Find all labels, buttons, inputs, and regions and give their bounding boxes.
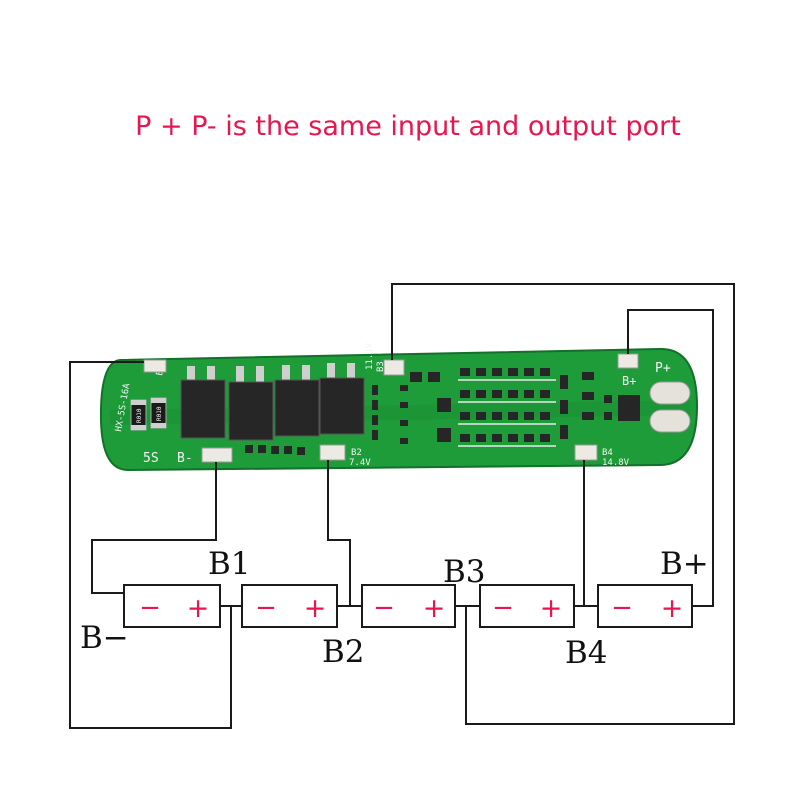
cell-1-body <box>123 584 221 628</box>
pad-p-plus <box>649 381 691 405</box>
silk-b-minus: B- <box>177 451 193 466</box>
silk-p-plus: P+ <box>655 361 671 376</box>
cell-4: − + <box>479 584 575 628</box>
cell-3-body <box>361 584 456 628</box>
silk-b-plus: B+ <box>622 374 636 388</box>
cell-5: − + <box>597 584 693 628</box>
bms-circuit-board: 5S B- B2 7.4V 11.1V B3 B4 14.8V HX-5S-16… <box>99 342 699 472</box>
pad-b3 <box>383 359 405 376</box>
title-text: P + P- is the same input and output port <box>135 111 681 142</box>
sense-resistor-1: R010 <box>130 399 147 431</box>
label-b-minus: B− <box>80 620 129 656</box>
cell-1-plus: + <box>187 593 210 624</box>
silk-b2: B2 <box>351 448 362 458</box>
cell-5-minus: − <box>611 593 633 623</box>
silk-volt-b4: 14.8V <box>602 458 630 468</box>
passive-components <box>245 368 640 455</box>
cell-1-minus: − <box>139 593 161 623</box>
cell-5-body <box>597 584 693 628</box>
wire-b3 <box>391 283 735 725</box>
label-b3: B3 <box>443 554 486 590</box>
cell-3-minus: − <box>373 593 395 623</box>
wire-b-plus <box>627 309 714 607</box>
pad-b-plus <box>617 353 639 369</box>
cell-2-body <box>241 584 338 628</box>
white-traces <box>458 379 556 447</box>
silk-volt-b3: 11.1V <box>365 342 375 370</box>
cell-2-plus: + <box>304 593 327 624</box>
pad-b4 <box>574 444 598 461</box>
silk-b3: B3 <box>376 361 386 372</box>
resistor-code-1: R010 <box>136 408 143 423</box>
wiring <box>69 283 735 729</box>
pad-b-minus <box>201 447 233 463</box>
mosfet-2 <box>228 366 274 441</box>
cell-1: − + <box>123 584 221 628</box>
silk-5s: 5S <box>143 451 159 466</box>
cell-5-plus: + <box>661 593 684 624</box>
wire-b2 <box>327 460 351 606</box>
silk-volt-b2: 7.4V <box>349 458 371 468</box>
pad-p-minus <box>649 409 691 433</box>
cell-4-minus: − <box>492 593 514 623</box>
mosfet-1 <box>180 366 226 439</box>
label-b4: B4 <box>565 635 608 671</box>
silk-b4: B4 <box>602 448 613 458</box>
pad-b1 <box>143 359 167 373</box>
cell-4-body <box>479 584 575 628</box>
mosfet-4 <box>319 363 365 435</box>
pad-b2 <box>319 444 346 461</box>
cell-4-plus: + <box>540 593 563 624</box>
wire-b-minus <box>91 462 217 594</box>
wire-b1 <box>69 361 232 729</box>
cell-3-plus: + <box>423 593 446 624</box>
resistor-code-2: R010 <box>156 406 163 421</box>
label-b1: B1 <box>208 546 251 582</box>
mosfet-3 <box>274 365 320 437</box>
label-b2: B2 <box>322 634 365 670</box>
cell-3: − + <box>361 584 456 628</box>
label-b-plus: B+ <box>660 546 709 582</box>
cell-2: − + <box>241 584 338 628</box>
cell-2-minus: − <box>255 593 277 623</box>
sense-resistor-2: R010 <box>150 397 167 429</box>
